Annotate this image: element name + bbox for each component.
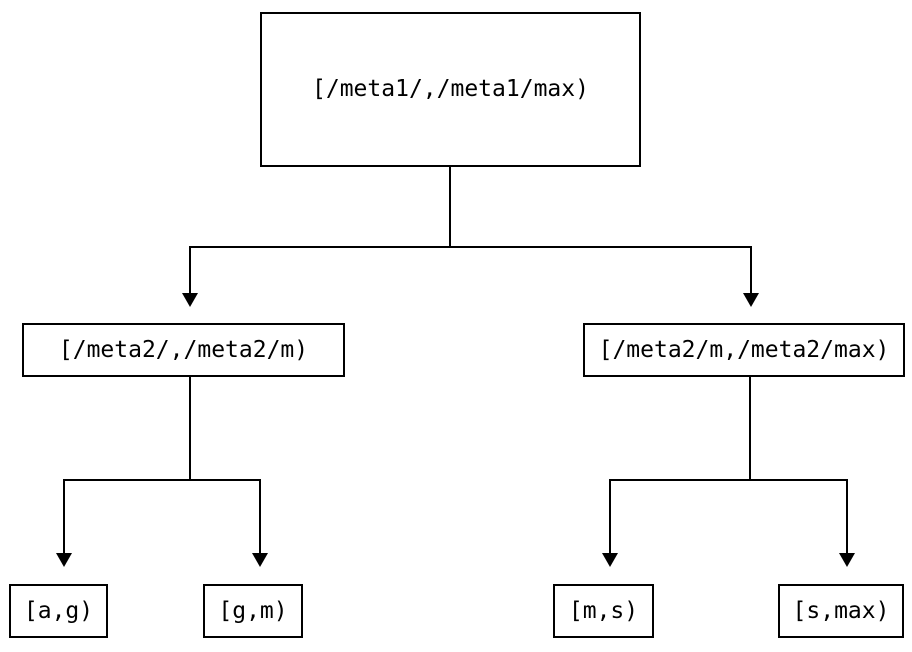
node-label: [s,max) <box>792 597 890 624</box>
node-label: [/meta2/m,/meta2/max) <box>598 336 890 363</box>
arrowhead-down-icon <box>252 553 268 567</box>
connector-root-stem <box>449 166 451 247</box>
node-leaf-gm: [g,m) <box>203 584 303 638</box>
arrowhead-down-icon <box>56 553 72 567</box>
node-left-child-range: [/meta2/,/meta2/m) <box>22 323 345 377</box>
connector-right-leaves-crossbar <box>609 479 848 481</box>
connector-to-leaf-ag <box>63 479 65 553</box>
connector-to-leaf-gm <box>259 479 261 553</box>
connector-left-child-stem <box>189 377 191 481</box>
node-leaf-ms: [m,s) <box>553 584 654 638</box>
node-leaf-ag: [a,g) <box>9 584 108 638</box>
connector-to-leaf-smax <box>846 479 848 553</box>
connector-to-leaf-ms <box>609 479 611 553</box>
node-root-range: [/meta1/,/meta1/max) <box>260 12 641 167</box>
node-label: [/meta1/,/meta1/max) <box>312 76 589 102</box>
node-label: [g,m) <box>218 597 288 624</box>
arrowhead-down-icon <box>743 293 759 307</box>
arrowhead-down-icon <box>182 293 198 307</box>
connector-to-left-child <box>189 246 191 293</box>
connector-left-leaves-crossbar <box>63 479 261 481</box>
connector-to-right-child <box>750 246 752 293</box>
connector-right-child-stem <box>749 377 751 481</box>
arrowhead-down-icon <box>839 553 855 567</box>
node-leaf-smax: [s,max) <box>778 584 904 638</box>
node-right-child-range: [/meta2/m,/meta2/max) <box>583 323 905 377</box>
arrowhead-down-icon <box>602 553 618 567</box>
node-label: [/meta2/,/meta2/m) <box>58 336 309 363</box>
connector-level1-crossbar <box>189 246 751 248</box>
node-label: [a,g) <box>23 597 94 624</box>
node-label: [m,s) <box>568 597 639 624</box>
